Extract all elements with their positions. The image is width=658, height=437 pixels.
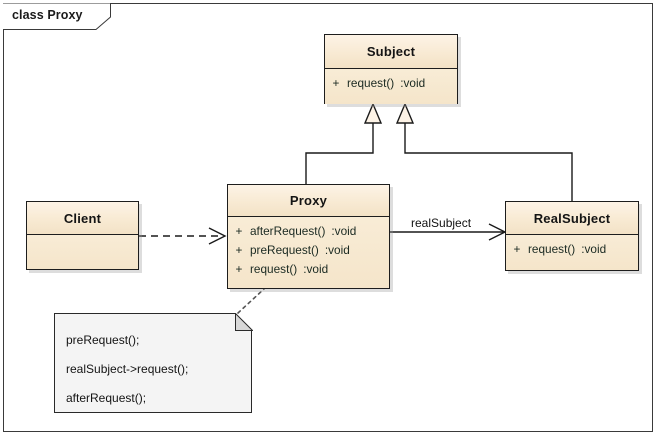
class-header-subject: Subject xyxy=(325,35,457,69)
member-type: :void xyxy=(400,76,426,90)
visibility-marker: + xyxy=(235,262,243,276)
member-name: request() xyxy=(347,76,395,90)
class-name-realsubject: RealSubject xyxy=(533,210,611,226)
member-row: + request() :void xyxy=(506,240,638,259)
member-type: :void xyxy=(303,262,329,276)
member-row: + request() :void xyxy=(325,74,457,93)
member-name: afterRequest() xyxy=(250,224,326,238)
frame-tab-shape xyxy=(3,3,111,30)
member-name: preRequest() xyxy=(250,243,319,257)
member-type: :void xyxy=(581,242,607,256)
class-body-realsubject: + request() :void xyxy=(506,235,638,270)
class-header-client: Client xyxy=(27,202,138,235)
note-box[interactable]: preRequest(); realSubject->request(); af… xyxy=(54,313,252,413)
visibility-marker: + xyxy=(332,76,340,90)
class-name-client: Client xyxy=(63,210,102,226)
class-name-subject: Subject xyxy=(366,44,416,59)
class-box-proxy[interactable]: Proxy + afterRequest() :void + preReques… xyxy=(227,184,390,289)
member-row: + afterRequest() :void xyxy=(228,222,389,241)
class-name-proxy: Proxy xyxy=(289,193,328,208)
visibility-marker: + xyxy=(513,242,521,256)
member-name: request() xyxy=(528,242,576,256)
member-row: + preRequest() :void xyxy=(228,241,389,260)
member-type: :void xyxy=(331,224,357,238)
note-line: afterRequest(); xyxy=(66,391,147,405)
class-body-proxy: + afterRequest() :void + preRequest() :v… xyxy=(228,217,389,288)
frame-title: class Proxy xyxy=(12,8,83,22)
class-box-subject[interactable]: Subject + request() :void xyxy=(324,34,458,104)
member-row: + request() :void xyxy=(228,260,389,279)
association-label-realsubject: realSubject xyxy=(411,216,472,230)
class-body-subject: + request() :void xyxy=(325,69,457,104)
member-type: :void xyxy=(324,243,350,257)
class-box-client[interactable]: Client xyxy=(26,201,139,270)
class-box-realsubject[interactable]: RealSubject + request() :void xyxy=(505,201,639,271)
note-line: preRequest(); xyxy=(66,333,140,347)
class-body-client xyxy=(27,235,138,269)
class-header-proxy: Proxy xyxy=(228,185,389,217)
member-name: request() xyxy=(250,262,298,276)
visibility-marker: + xyxy=(235,224,243,238)
class-header-realsubject: RealSubject xyxy=(506,202,638,235)
note-line: realSubject->request(); xyxy=(66,362,189,376)
visibility-marker: + xyxy=(235,243,243,257)
